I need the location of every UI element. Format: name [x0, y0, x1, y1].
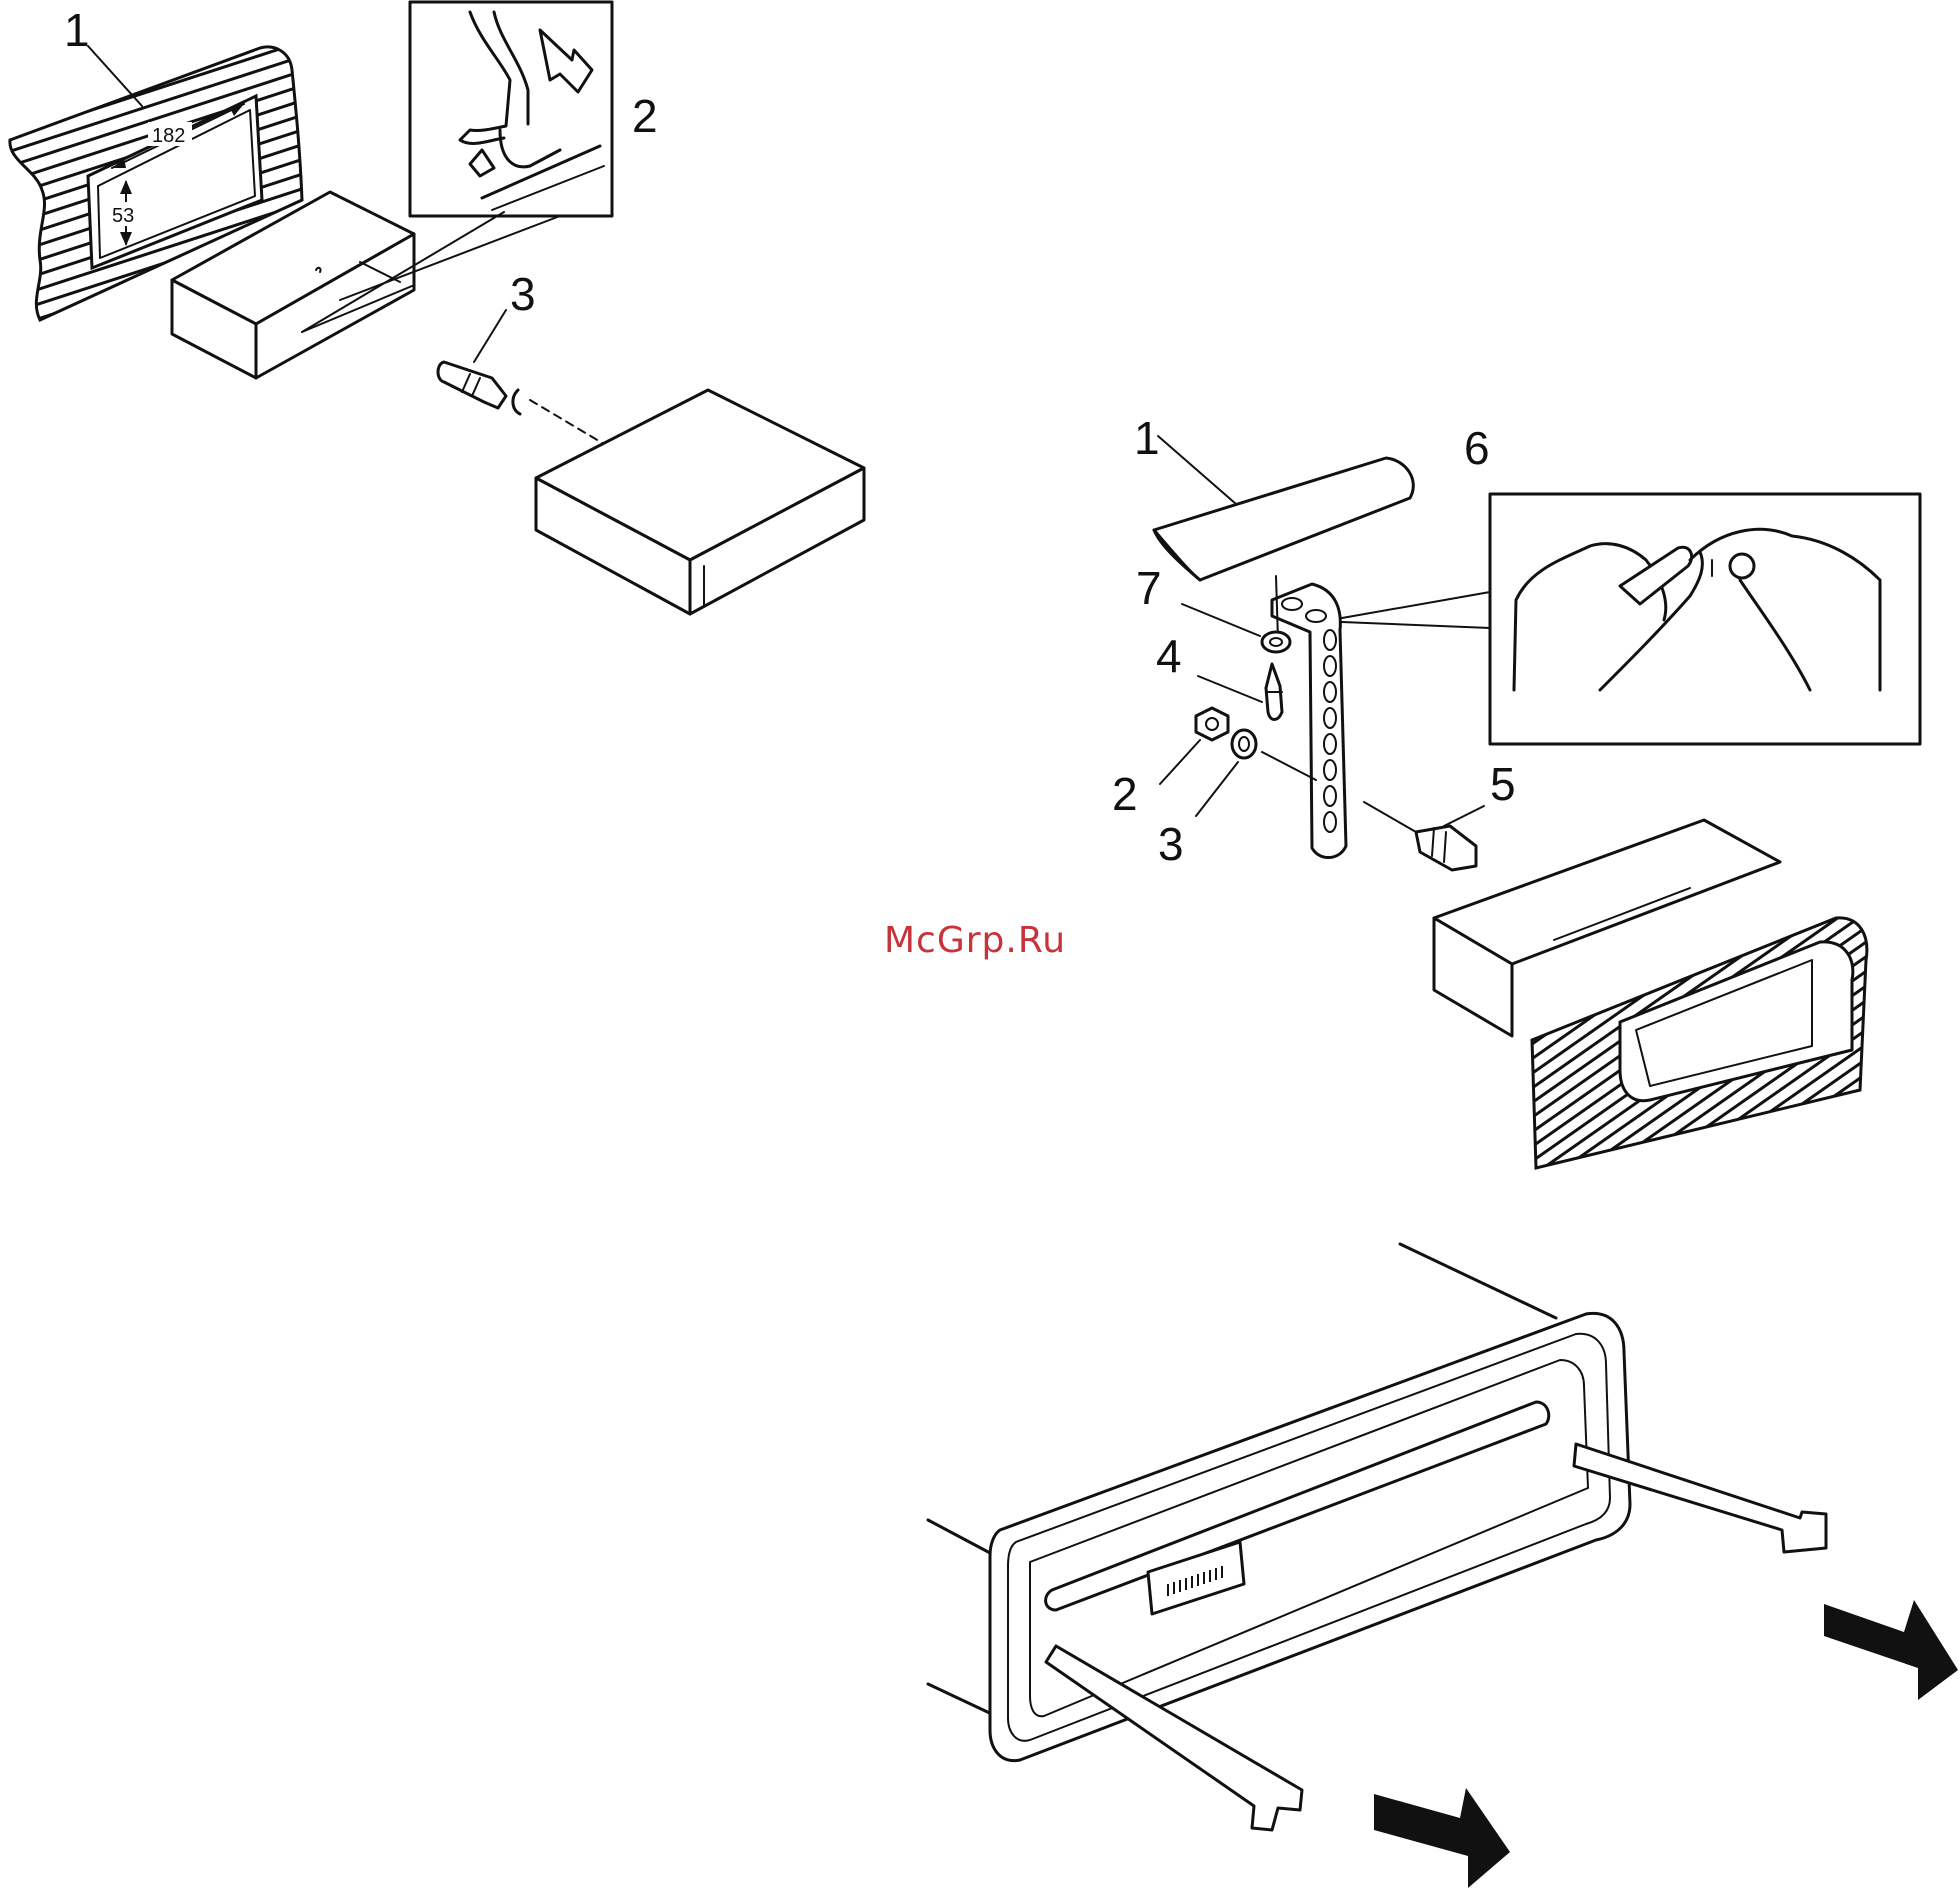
panel-c-removal [928, 1244, 1958, 1888]
callout-a-2: 2 [632, 90, 658, 142]
screw-b [1266, 664, 1282, 720]
detail-inset-hands [1490, 494, 1920, 744]
pull-arrow-right [1824, 1600, 1958, 1700]
washer-b [1262, 632, 1290, 652]
callout-b-1: 1 [1134, 412, 1160, 464]
panel-b-bracket-mounting: 1 7 [1112, 412, 1920, 1168]
dimension-width: 182 [152, 125, 185, 147]
dimension-height: 53 [112, 205, 134, 227]
bolt-b [1364, 802, 1476, 870]
radio-unit-b [1434, 820, 1867, 1168]
screw-a [438, 362, 604, 444]
callout-b-3: 3 [1158, 818, 1184, 870]
dashboard-plate-b [1154, 458, 1413, 580]
faceplate-c [990, 1313, 1630, 1760]
callout-b-6: 6 [1464, 422, 1490, 474]
pull-arrow-left [1374, 1788, 1510, 1888]
watermark: McGrp.Ru [884, 920, 1066, 961]
radio-unit-a [536, 390, 864, 614]
callout-b-2: 2 [1112, 768, 1138, 820]
callout-a-1: 1 [64, 4, 90, 56]
callout-a-3: 3 [510, 268, 536, 320]
callout-b-7: 7 [1136, 562, 1162, 614]
callout-b-5: 5 [1490, 758, 1516, 810]
nut-b [1196, 708, 1228, 740]
panel-a-dashboard-mounting: 182 53 [10, 2, 864, 614]
callout-b-4: 4 [1156, 630, 1182, 682]
lock-washer-b [1232, 730, 1316, 780]
mounting-strap-b [1272, 576, 1490, 858]
